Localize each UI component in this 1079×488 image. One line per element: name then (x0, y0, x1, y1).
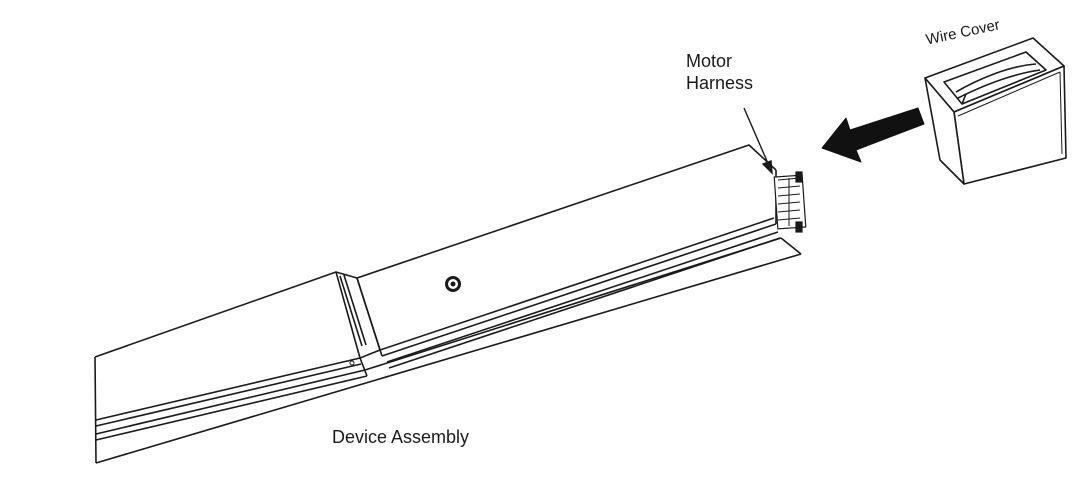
motor-harness-pointer (743, 107, 773, 175)
end-cap-divider (335, 271, 383, 377)
motor-harness-connector-icon (773, 171, 807, 233)
wire-cover-part (924, 37, 1067, 185)
screw-icon (349, 276, 461, 366)
arrow-left-icon (821, 107, 925, 163)
motor-harness-label-line2: Harness (686, 73, 754, 93)
device-assembly-body (94, 144, 802, 464)
motor-harness-label-line1: Motor (686, 51, 733, 71)
motor-harness-label: Motor Harness (686, 50, 753, 94)
device-assembly-label: Device Assembly (332, 427, 470, 447)
